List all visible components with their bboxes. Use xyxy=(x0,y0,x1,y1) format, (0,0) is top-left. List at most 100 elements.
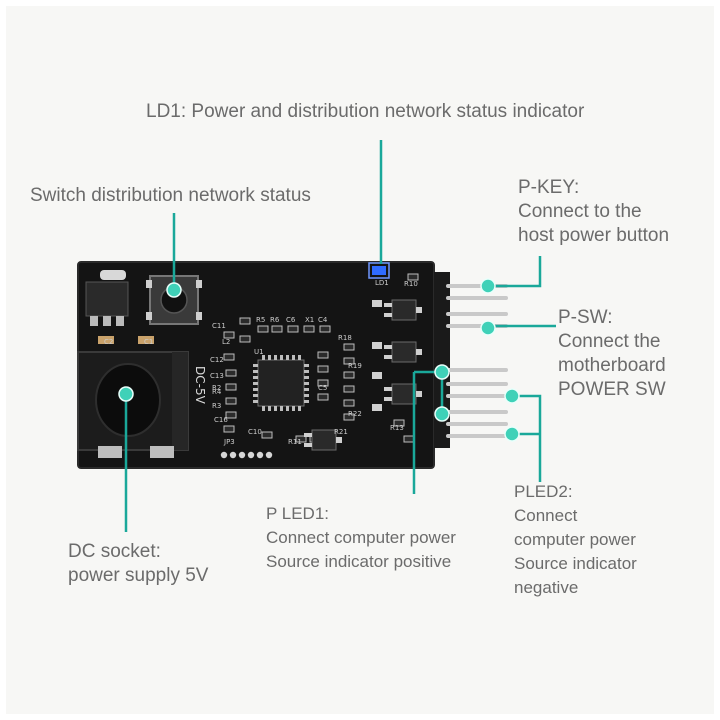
psw-annotation-line: POWER SW xyxy=(558,379,666,400)
mcu-pin xyxy=(253,382,258,385)
mcu-pin xyxy=(292,406,295,411)
switch-annotation: Switch distribution network status xyxy=(30,184,311,208)
jp3-pad xyxy=(256,451,264,459)
mcu-pin xyxy=(253,370,258,373)
smd-component xyxy=(303,325,315,333)
jp3-pad xyxy=(265,451,273,459)
pled1-annotation: P LED1: Connect computer power Source in… xyxy=(266,502,456,574)
mcu-pin xyxy=(286,406,289,411)
r6-silkscreen: R6 xyxy=(270,316,280,324)
jp3-pad xyxy=(238,451,246,459)
pled1-marker-dot xyxy=(434,406,450,422)
mcu-pin xyxy=(280,355,283,360)
psw-marker-dot xyxy=(480,320,496,336)
header-pin xyxy=(446,312,508,316)
dc-5v-silkscreen: DC-5V xyxy=(193,366,207,405)
pled2-annotation: PLED2: Connect computer power Source ind… xyxy=(514,480,637,600)
pkey-leader xyxy=(490,256,542,288)
pin-header-housing xyxy=(434,272,450,448)
smd-component xyxy=(257,325,269,333)
header-pin xyxy=(446,382,508,386)
mcu-pin xyxy=(274,355,277,360)
mcu-pin xyxy=(304,394,309,397)
mcu-pin xyxy=(304,400,309,403)
transistor-lead xyxy=(384,355,392,359)
mcu-pin xyxy=(286,355,289,360)
transistor-lead xyxy=(384,303,392,307)
psw-annotation-line: Connect the xyxy=(558,331,661,352)
smd-component xyxy=(407,273,419,281)
mcu-pin xyxy=(304,370,309,373)
c10-silkscreen: C10 xyxy=(248,428,262,436)
tactile-switch-pin xyxy=(196,280,202,288)
mcu-pin xyxy=(253,364,258,367)
smd-component xyxy=(317,393,329,401)
header-pin xyxy=(446,422,508,426)
transistor-lead xyxy=(304,443,312,447)
pled2-annotation-line: PLED2: xyxy=(514,482,573,501)
smd-component xyxy=(223,425,235,433)
dc-jack-front xyxy=(172,352,188,450)
smd-component xyxy=(317,351,329,359)
c12-silkscreen: C12 xyxy=(210,356,224,364)
smd-component xyxy=(225,369,237,377)
r21-silkscreen: R21 xyxy=(334,428,348,436)
smd-component xyxy=(343,413,355,421)
mcu-chip xyxy=(257,359,305,407)
header-pin xyxy=(446,394,508,398)
r11-silkscreen: R11 xyxy=(288,438,302,446)
mcu-pin xyxy=(274,406,277,411)
mounting-hole xyxy=(100,270,126,280)
dc-jack-pin xyxy=(98,446,122,458)
smd-component xyxy=(239,335,251,343)
jp3-pad xyxy=(247,451,255,459)
smd-component xyxy=(317,379,329,387)
pkey-annotation-line: Connect to the xyxy=(518,201,642,222)
switch-marker-dot xyxy=(166,282,182,298)
r19-silkscreen: R19 xyxy=(348,362,362,370)
pkey-annotation-line: host power button xyxy=(518,225,670,246)
dc-marker-dot xyxy=(118,386,134,402)
smd-component xyxy=(261,431,273,439)
header-pin xyxy=(446,434,508,438)
transistor-lead xyxy=(384,387,392,391)
transistor xyxy=(311,429,337,451)
transistor xyxy=(391,383,417,405)
psw-annotation-line: P-SW: xyxy=(558,307,613,328)
mcu-pin xyxy=(253,388,258,391)
l2-silkscreen: L2 xyxy=(222,338,230,346)
switch-annotation-line: Switch distribution network status xyxy=(30,185,311,206)
mcu-pin xyxy=(304,382,309,385)
pled2-marker-dot xyxy=(504,388,520,404)
r13-silkscreen: R13 xyxy=(390,424,404,432)
mcu-pin xyxy=(304,364,309,367)
transistor-lead xyxy=(416,307,422,313)
regulator-pin xyxy=(103,316,111,326)
transistor xyxy=(391,299,417,321)
header-pin xyxy=(446,296,508,300)
smd-component xyxy=(343,385,355,393)
voltage-regulator xyxy=(85,281,129,317)
mcu-pin xyxy=(298,406,301,411)
transistor-lead xyxy=(384,313,392,317)
transistor-lead xyxy=(416,391,422,397)
r3-silkscreen: R3 xyxy=(212,402,221,410)
smd-diode xyxy=(372,300,382,307)
pled1-annotation-line: Connect computer power xyxy=(266,528,456,547)
transistors xyxy=(304,299,422,451)
jp3-silkscreen: JP3 xyxy=(223,438,235,446)
status-led xyxy=(372,266,386,275)
smd-component xyxy=(343,357,355,365)
jp3-header xyxy=(220,451,273,459)
psw-annotation: P-SW: Connect the motherboard POWER SW xyxy=(558,306,666,402)
pled2-annotation-line: Source indicator xyxy=(514,554,637,573)
smd-component xyxy=(239,317,251,325)
transistor-lead xyxy=(384,397,392,401)
smd-component xyxy=(317,365,329,373)
mcu-pin xyxy=(304,388,309,391)
mcu-pin xyxy=(253,376,258,379)
ld1-annotation-line: LD1: Power and distribution network stat… xyxy=(146,101,585,122)
status-led-glow xyxy=(368,262,390,279)
r22-silkscreen: R22 xyxy=(348,410,362,418)
smd-diode xyxy=(372,404,382,411)
